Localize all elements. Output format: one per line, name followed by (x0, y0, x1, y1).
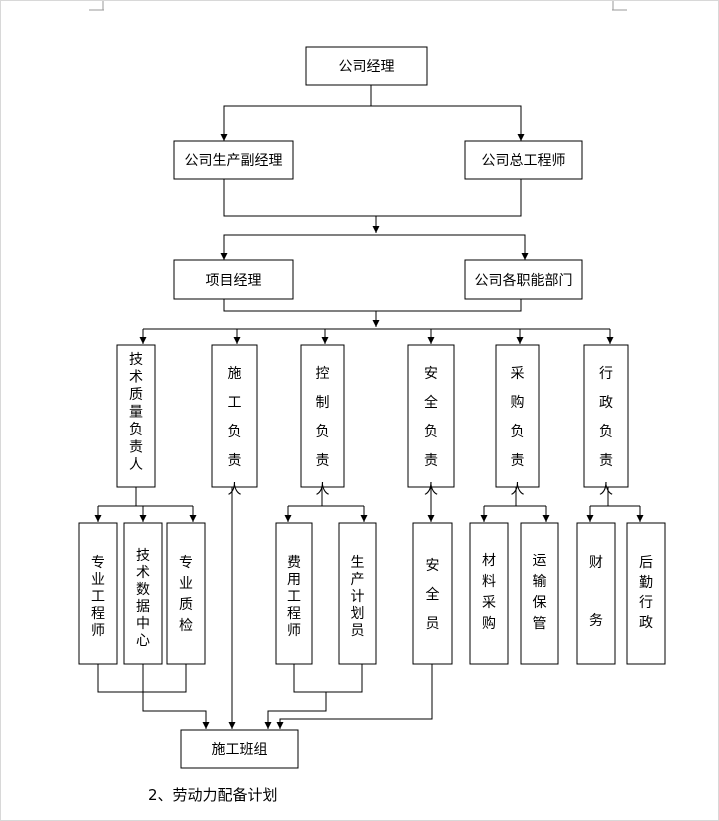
node-specialty-qc: 专业质检 (166, 522, 206, 665)
svg-text:公司总工程师: 公司总工程师 (482, 153, 566, 169)
svg-text:生产计划员: 生产计划员 (351, 555, 365, 639)
svg-text:采购负责人: 采购负责人 (511, 366, 525, 498)
svg-text:施工负责人: 施工负责人 (228, 366, 242, 498)
svg-text:公司各职能部门: 公司各职能部门 (475, 273, 573, 289)
node-tech-data-center: 技术数据中心 (123, 522, 163, 665)
node-finance: 财务 (576, 522, 616, 665)
svg-text:技术数据中心: 技术数据中心 (136, 548, 150, 649)
node-material-purchasing: 材料采购 (469, 522, 509, 665)
svg-text:安全负责人: 安全负责人 (424, 366, 438, 498)
svg-text:运输保管: 运输保管 (533, 553, 547, 632)
section-caption: 2、劳动力配备计划 (148, 786, 278, 804)
node-construction-team: 施工班组 (180, 729, 299, 769)
node-safety-lead: 安全负责人 (407, 344, 455, 498)
svg-text:安全员: 安全员 (426, 558, 440, 632)
connectors (94, 85, 644, 729)
node-chief-engineer: 公司总工程师 (464, 140, 583, 180)
svg-text:财务: 财务 (589, 555, 603, 629)
svg-text:项目经理: 项目经理 (206, 273, 262, 289)
node-tech-quality-lead: 技术质量负责人 (116, 344, 156, 488)
node-specialty-engineer: 专业工程师 (78, 522, 118, 665)
node-cost-engineer: 费用工程师 (275, 522, 313, 665)
svg-text:公司生产副经理: 公司生产副经理 (185, 153, 283, 169)
node-procurement-lead: 采购负责人 (495, 344, 540, 498)
node-control-lead: 控制负责人 (300, 344, 345, 498)
node-transport-storage: 运输保管 (520, 522, 559, 665)
node-production-vp: 公司生产副经理 (173, 140, 294, 180)
svg-text:施工班组: 施工班组 (212, 742, 268, 758)
node-logistics-admin: 后勤行政 (626, 522, 666, 665)
node-safety-officer: 安全员 (412, 522, 453, 665)
svg-text:材料采购: 材料采购 (482, 553, 496, 632)
svg-text:专业工程师: 专业工程师 (91, 555, 105, 639)
svg-text:技术质量负责人: 技术质量负责人 (129, 352, 143, 473)
node-admin-lead: 行政负责人 (583, 344, 629, 498)
svg-text:公司经理: 公司经理 (339, 59, 395, 75)
svg-text:专业质检: 专业质检 (179, 555, 193, 634)
svg-text:行政负责人: 行政负责人 (599, 366, 613, 498)
svg-text:后勤行政: 后勤行政 (639, 555, 653, 631)
svg-text:控制负责人: 控制负责人 (316, 366, 330, 498)
node-functional-depts: 公司各职能部门 (464, 259, 583, 300)
corner-marks (89, 1, 627, 11)
node-company-manager: 公司经理 (305, 46, 428, 86)
node-production-planner: 生产计划员 (338, 522, 377, 665)
node-project-manager: 项目经理 (173, 259, 294, 300)
node-construction-lead: 施工负责人 (211, 344, 258, 498)
svg-text:费用工程师: 费用工程师 (287, 555, 301, 639)
